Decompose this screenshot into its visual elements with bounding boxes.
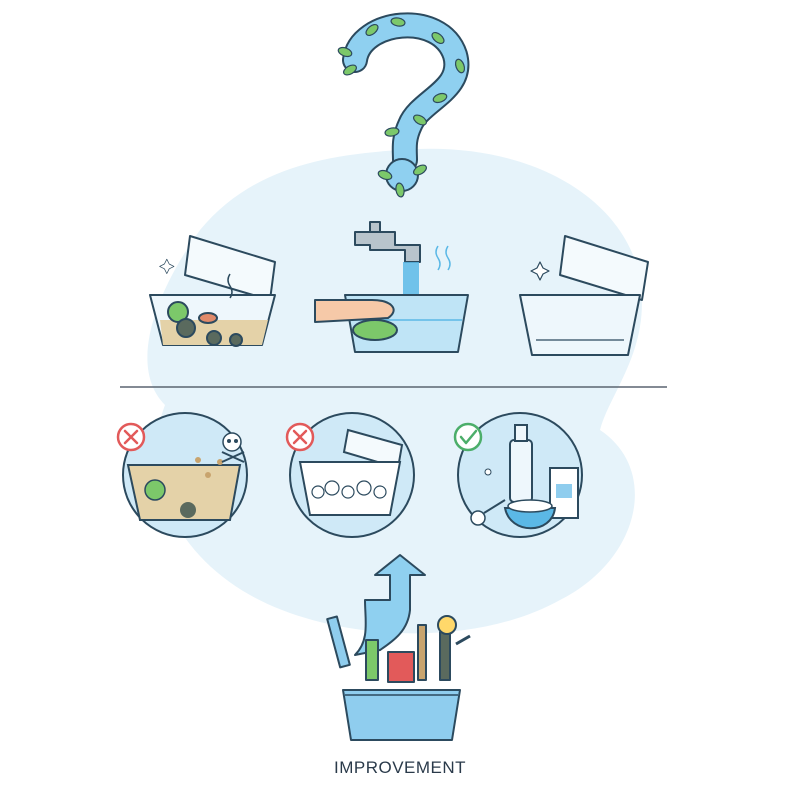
clean-container-icon	[519, 235, 649, 356]
hand-washing-container-icon	[314, 221, 469, 353]
vinegar-baking-soda-icon	[457, 412, 583, 538]
cross-icon	[285, 422, 315, 452]
improvement-caption: IMPROVEMENT	[333, 758, 467, 777]
cleaning-supplies-basket-icon	[326, 615, 471, 741]
dirty-container-icon	[149, 235, 276, 347]
upward-arrow-icon	[354, 554, 426, 656]
cross-icon	[116, 422, 146, 452]
toxic-smell-container-icon	[122, 412, 248, 538]
vine-question-mark-icon	[337, 12, 470, 198]
check-icon	[453, 422, 483, 452]
foamy-container-icon	[289, 412, 415, 538]
